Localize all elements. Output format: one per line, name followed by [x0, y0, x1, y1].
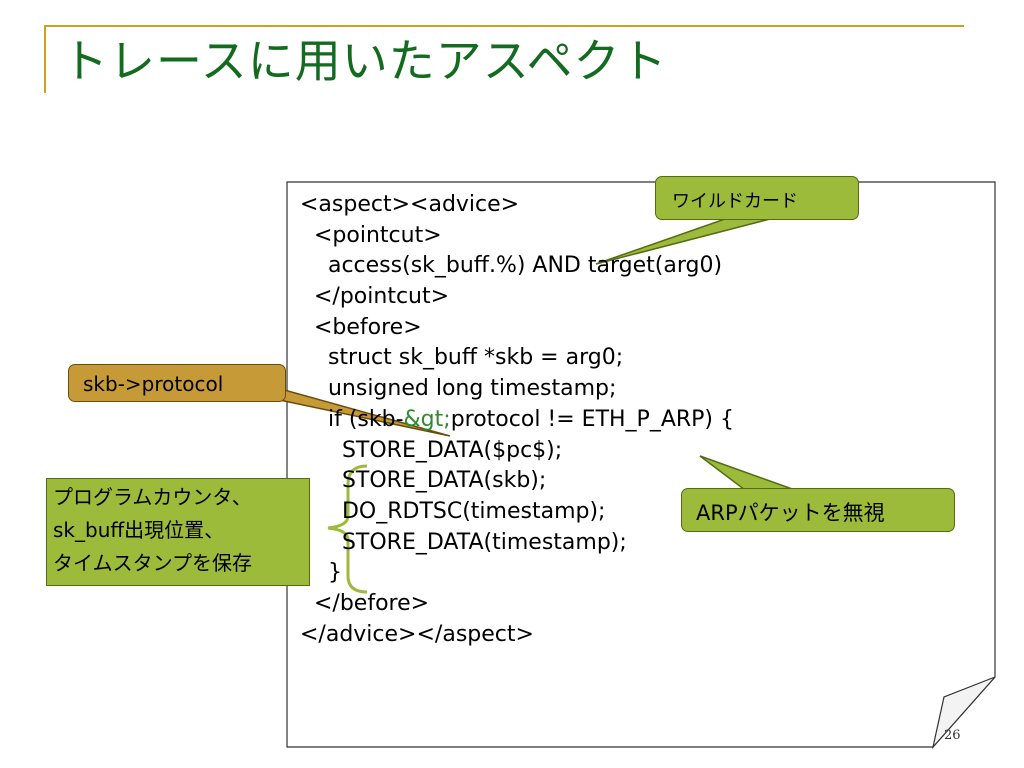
code-line: <before> — [300, 314, 422, 340]
code-line: unsigned long timestamp; — [300, 376, 617, 402]
code-line: STORE_DATA(skb); — [300, 468, 547, 494]
code-line: <pointcut> — [300, 222, 442, 248]
code-line: struct sk_buff *skb = arg0; — [300, 345, 624, 371]
callout-line: プログラムカウンタ、 — [53, 485, 252, 509]
code-line: STORE_DATA(timestamp); — [300, 529, 627, 555]
code-line: } — [300, 560, 342, 586]
callout-line: sk_buff出現位置、 — [53, 518, 225, 542]
wildcard-callout: ワイルドカード — [655, 176, 859, 220]
aspect-code-block: <aspect><advice> <pointcut> access(sk_bu… — [300, 190, 734, 650]
code-line: access(sk_buff.%) AND target(arg0) — [300, 253, 723, 279]
code-line: </before> — [300, 590, 430, 616]
code-line: <aspect><advice> — [300, 192, 520, 217]
folded-corner — [931, 676, 996, 750]
html-entity-text: &gt; — [403, 406, 451, 432]
code-line: </advice></aspect> — [300, 621, 534, 647]
callout-line: タイムスタンプを保存 — [53, 551, 252, 575]
code-line: if (skb-&gt;protocol != ETH_P_ARP) { — [300, 406, 734, 432]
title-rule-horizontal — [44, 25, 964, 27]
skb-protocol-callout: skb->protocol — [68, 364, 286, 402]
code-line: DO_RDTSC(timestamp); — [300, 498, 606, 524]
title-rule-vertical — [44, 25, 46, 93]
program-counter-callout: プログラムカウンタ、 sk_buff出現位置、 タイムスタンプを保存 — [46, 478, 310, 586]
code-line: </pointcut> — [300, 284, 450, 310]
arp-ignore-callout: ARPパケットを無視 — [681, 488, 955, 532]
slide-title: トレースに用いたアスペクト — [62, 34, 668, 88]
page-number: 26 — [944, 728, 961, 743]
code-line: STORE_DATA($pc$); — [300, 437, 563, 463]
